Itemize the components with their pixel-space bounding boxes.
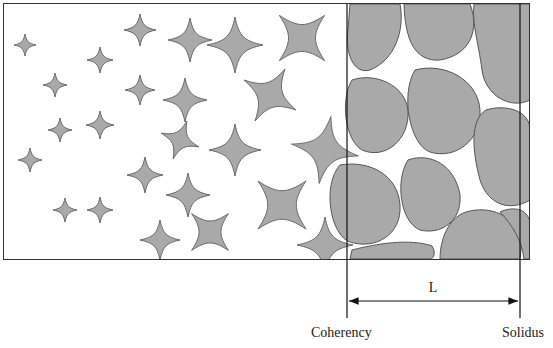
frame <box>4 4 530 260</box>
dimension-label: L <box>429 281 438 295</box>
grains <box>330 4 529 259</box>
coherency-line <box>346 4 347 318</box>
solidus-label: Solidus <box>502 326 544 340</box>
solidus-line <box>519 4 520 318</box>
coherency-label: Coherency <box>311 326 372 340</box>
length-arrow <box>349 300 518 301</box>
dendrites <box>14 4 364 259</box>
